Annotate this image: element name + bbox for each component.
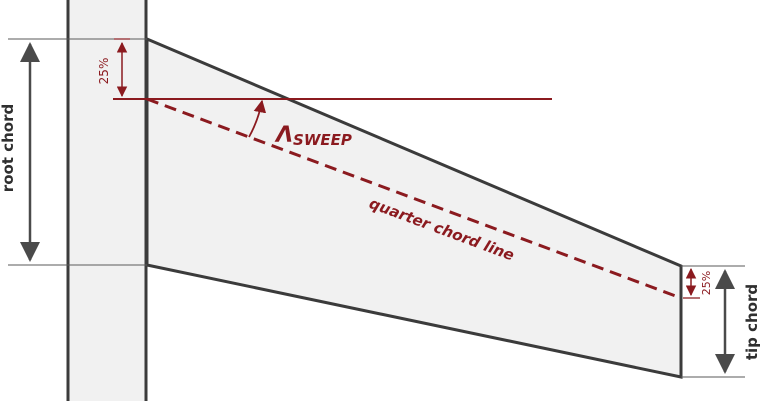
root-chord-label: root chord — [0, 104, 17, 192]
sweep-angle-label: ΛSWEEP — [274, 123, 352, 149]
sweep-angle-arc — [248, 99, 267, 138]
wing-planform — [145, 36, 683, 379]
fuselage-body — [66, 0, 148, 401]
sweep-symbol: Λ — [274, 123, 293, 148]
tip-quarter-label: 25% — [700, 271, 713, 295]
tip-chord-label: tip chord — [743, 284, 761, 360]
sweep-subscript: SWEEP — [293, 131, 352, 149]
root-quarter-label: 25% — [97, 58, 111, 85]
